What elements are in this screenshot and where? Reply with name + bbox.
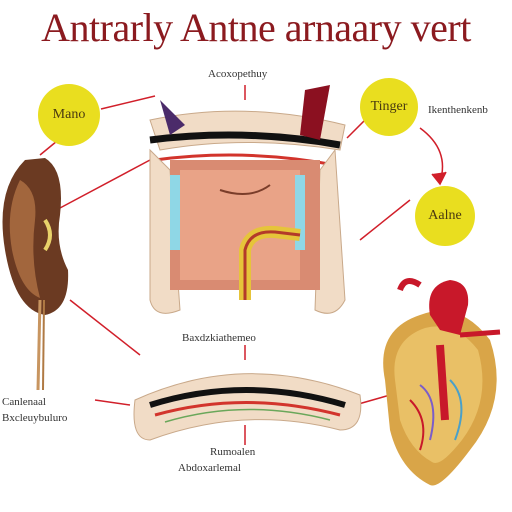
- arrow-head: [431, 171, 447, 186]
- connector-line: [59, 159, 151, 209]
- heart-illustration: [383, 278, 501, 486]
- bubble-right-top-text: Tinger: [370, 99, 408, 114]
- label-middle-center: Baxdzkiathemeo: [182, 332, 256, 344]
- connector-lines: [39, 85, 447, 445]
- page-title: Antrarly Antne arnaary vert: [41, 5, 471, 50]
- kidney-illustration: [2, 158, 69, 391]
- label-bubble-left: Mano: [38, 84, 100, 146]
- label-bottom-center-2: Abdoxarlemal: [178, 462, 241, 474]
- stomach-illustration: [149, 85, 346, 314]
- connector-line: [100, 95, 156, 110]
- bubble-left-text: Mano: [52, 107, 86, 122]
- bubble-right-middle-text: Aalne: [428, 208, 462, 223]
- label-bubble-right-middle: Aalne: [415, 186, 475, 246]
- label-left-bottom-1: Canlenaal: [2, 396, 46, 408]
- label-right-top: Ikenthenkenb: [428, 104, 488, 116]
- label-bubble-right-top: Tinger: [360, 78, 418, 136]
- connector-line: [359, 199, 411, 241]
- label-bottom-center-1: Rumoalen: [210, 446, 256, 458]
- intestine-illustration: [133, 373, 362, 441]
- connector-line: [69, 299, 141, 356]
- connector-line: [94, 399, 131, 406]
- label-left-bottom-2: Bxcleuybuluro: [2, 412, 68, 424]
- label-top-center: Acoxopethuy: [208, 68, 268, 80]
